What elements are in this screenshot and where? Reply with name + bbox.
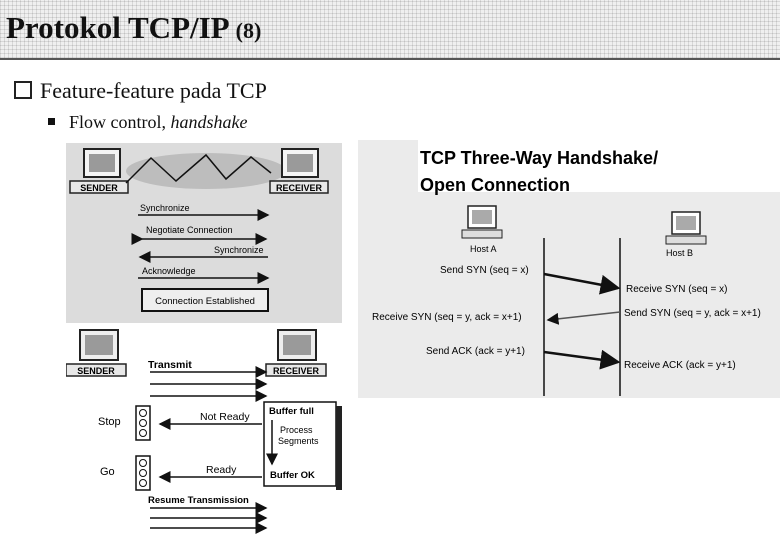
flow-control-figure: SENDER RECEIVER Transmit Buffer full Pro… (66, 324, 342, 534)
traffic-light-icon (135, 405, 151, 441)
buffer-ok-label: Buffer OK (270, 470, 315, 481)
receive-ack-label: Receive ACK (ack = y+1) (624, 360, 736, 371)
receive-syn-ack-label: Receive SYN (seq = y, ack = x+1) (372, 312, 522, 323)
stop-label: Stop (98, 416, 121, 428)
connection-established-label: Connection Established (155, 296, 255, 307)
send-syn-ack-label: Send SYN (seq = y, ack = x+1) (624, 308, 761, 319)
sender-computer-icon (69, 148, 129, 194)
sender-label: SENDER (77, 366, 115, 376)
buffer-full-label: Buffer full (269, 406, 314, 417)
sender-label: SENDER (80, 183, 118, 193)
slide-title-number: (8) (235, 18, 262, 43)
receiver-label: RECEIVER (273, 366, 320, 376)
bullet-feature-text: Feature-feature pada TCP (40, 78, 267, 103)
ready-label: Ready (206, 464, 237, 476)
receiver-computer-icon (265, 329, 327, 377)
bullet-feature: Feature-feature pada TCP (14, 78, 267, 104)
title-bar: Protokol TCP/IP(8) (0, 0, 780, 60)
handshake-title-line2: Open Connection (420, 175, 570, 195)
square-bullet-icon (48, 118, 55, 125)
three-way-handshake-figure: TCP Three-Way Handshake/ Open Connection… (358, 140, 780, 398)
connection-negotiation-figure: SENDER RECEIVER Synchronize Negotiate Co… (66, 143, 342, 323)
host-a-label: Host A (470, 244, 497, 254)
traffic-light-icon (135, 455, 151, 491)
synchronize2-label: Synchronize (214, 245, 264, 255)
segments-label: Segments (278, 436, 319, 446)
syn-arrow (543, 272, 621, 295)
go-label: Go (100, 466, 115, 478)
ack-arrow (543, 349, 621, 370)
bullet-handshake-text: handshake (170, 112, 248, 132)
slide-title: Protokol TCP/IP(8) (6, 10, 261, 46)
host-b-computer-icon (665, 211, 707, 245)
transmit-label: Transmit (148, 359, 192, 371)
connection-established-box (141, 288, 269, 312)
acknowledge-label: Acknowledge (142, 266, 196, 276)
sender-computer-icon (66, 329, 127, 377)
process-label: Process (280, 425, 313, 435)
receive-syn-x-label: Receive SYN (seq = x) (626, 284, 727, 295)
buffer-box (263, 401, 337, 487)
slide-title-text: Protokol TCP/IP (6, 10, 230, 45)
host-b-label: Host B (666, 248, 693, 258)
resume-label: Resume Transmission (148, 495, 249, 506)
negotiate-label: Negotiate Connection (146, 225, 233, 235)
network-path-line (125, 153, 272, 184)
not-ready-label: Not Ready (200, 411, 250, 423)
host-a-computer-icon (461, 205, 503, 239)
bullet-flow-control: Flow control, handshake (48, 112, 247, 133)
receiver-label: RECEIVER (276, 183, 323, 193)
bullet-flow-text: Flow control, (69, 112, 171, 132)
handshake-title-line1: TCP Three-Way Handshake/ (420, 148, 658, 168)
send-ack-label: Send ACK (ack = y+1) (426, 346, 525, 357)
synchronize-label: Synchronize (140, 203, 190, 213)
syn-ack-arrow (546, 311, 621, 325)
receiver-computer-icon (269, 148, 329, 194)
checkbox-bullet-icon (14, 81, 32, 99)
send-syn-label: Send SYN (seq = x) (440, 265, 529, 276)
